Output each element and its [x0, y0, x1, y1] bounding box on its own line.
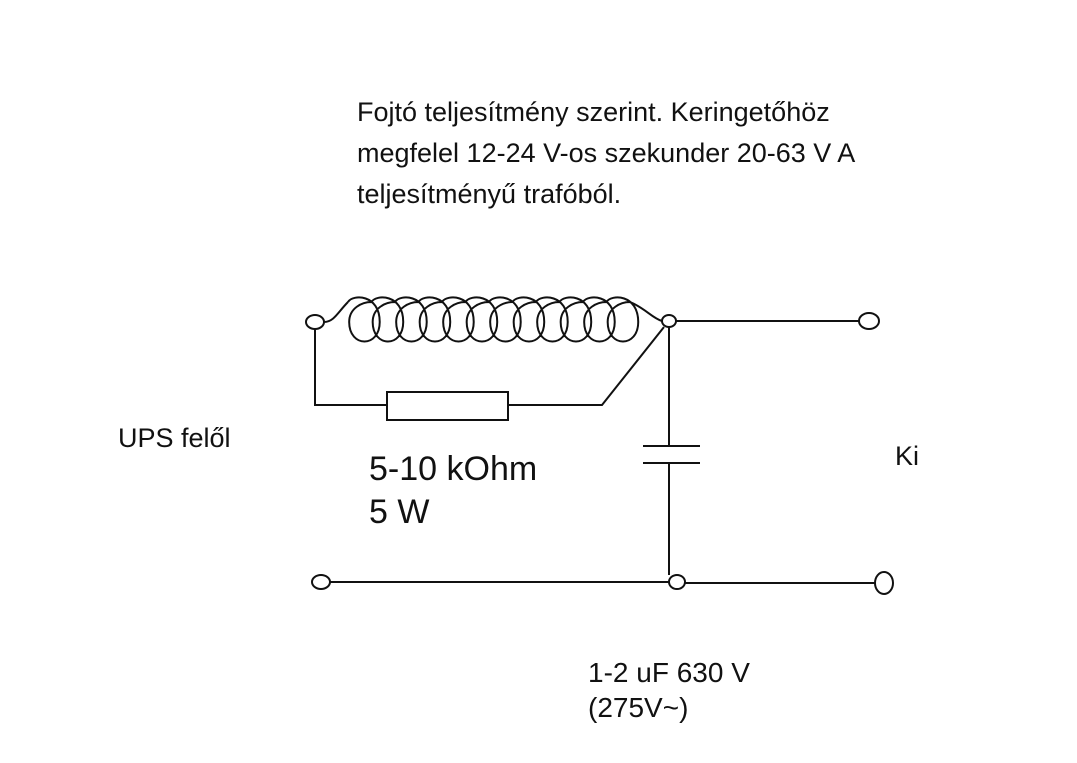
junction-node-top: [661, 314, 677, 328]
resistor-power: 5 W: [369, 493, 430, 531]
output-terminal-top: [858, 312, 880, 330]
resistor-branch-right: [508, 326, 665, 406]
capacitor-value: 1-2 uF 630 V: [588, 657, 750, 688]
choke-lead-in: [323, 301, 349, 323]
design-note-line-1: Fojtó teljesítmény szerint. Keringetőhöz: [357, 97, 830, 127]
junction-node-bottom: [668, 574, 686, 590]
resistor-label: 5-10 kOhm 5 W: [369, 448, 537, 534]
capacitor-label: 1-2 uF 630 V (275V~): [588, 655, 750, 725]
choke-lead-out: [629, 301, 663, 322]
resistor-body: [386, 391, 509, 421]
choke-coil: [347, 296, 640, 343]
resistor-branch-left: [314, 329, 387, 406]
resistor-value: 5-10 kOhm: [369, 450, 538, 488]
output-terminal-bottom: [874, 571, 894, 595]
output-label: Ki: [895, 441, 920, 471]
input-label: UPS felől: [118, 423, 231, 453]
input-terminal-top: [305, 314, 325, 330]
input-terminal-bottom: [311, 574, 331, 590]
capacitor-ac-rating: (275V~): [588, 692, 689, 723]
design-note: Fojtó teljesítmény szerint. Keringetőhöz…: [357, 92, 855, 215]
design-note-line-2: megfelel 12-24 V-os szekunder 20-63 V A: [357, 138, 856, 168]
design-note-line-3: teljesítményű trafóból.: [357, 179, 622, 209]
